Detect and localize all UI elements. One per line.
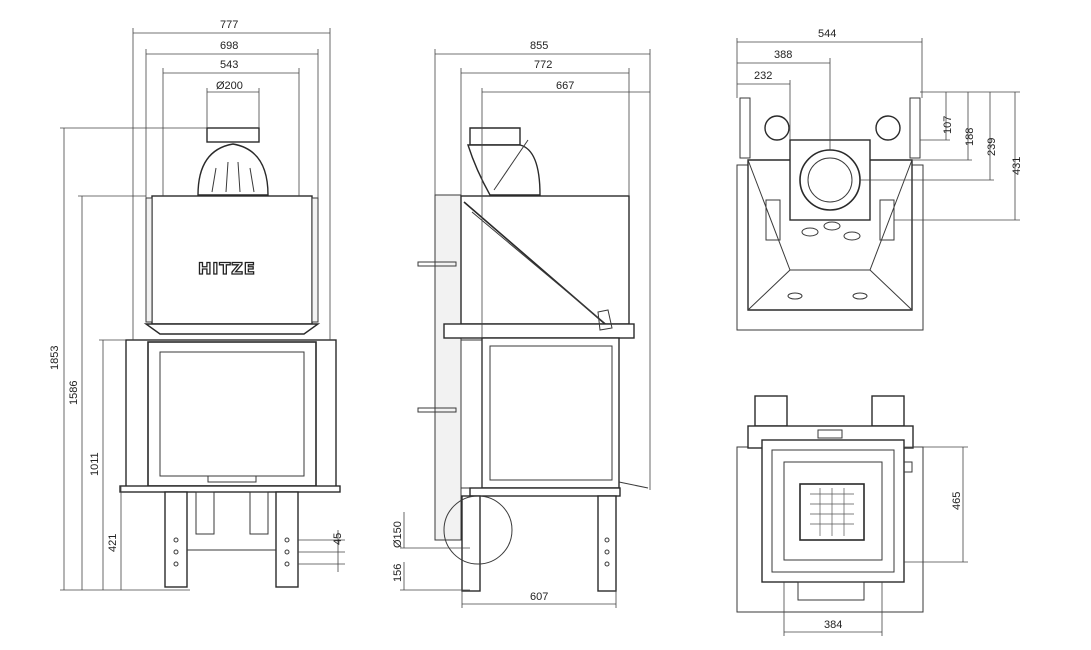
top-hole: [823, 221, 841, 231]
upper-body: [151, 195, 313, 325]
bottom-tab: [817, 429, 843, 439]
leg-hole: [284, 549, 290, 555]
dim-544: 544: [818, 28, 836, 40]
top-hinge-right: [875, 115, 901, 141]
bracket-left: [195, 491, 215, 535]
poker-handle: [618, 481, 649, 489]
bottom-hinge-left: [754, 395, 788, 427]
air-inlet-detail: [443, 495, 513, 565]
side-column: [460, 339, 483, 489]
dim-607: 607: [530, 591, 548, 603]
ash-slot: [207, 475, 257, 483]
dim-777: 777: [220, 19, 238, 31]
leg-left: [164, 491, 188, 588]
top-hole: [852, 292, 868, 300]
leg-right: [275, 491, 299, 588]
dim-465: 465: [951, 492, 963, 510]
dim-1586: 1586: [68, 381, 80, 405]
side-band: [443, 323, 635, 339]
bottom-ash-drawer: [797, 581, 865, 601]
front-view: HITZE 777 698 543 Ø200: [49, 19, 345, 591]
firebox-frame: [125, 339, 337, 489]
top-hole: [787, 292, 803, 300]
dim-384: 384: [824, 619, 842, 631]
top-slot-left: [765, 199, 781, 241]
leg-hole: [284, 561, 290, 567]
side-base: [469, 487, 621, 497]
side-leg-hole: [604, 537, 610, 543]
dim-431: 431: [1011, 157, 1023, 175]
top-hole: [801, 227, 819, 237]
side-firebox: [481, 337, 620, 489]
dim-flue-diameter: Ø200: [216, 80, 243, 92]
bottom-frame-mid: [771, 449, 895, 573]
dim-239: 239: [986, 138, 998, 156]
flue-rod: [493, 139, 529, 191]
flue-collar: [206, 127, 260, 143]
handle-top: [417, 261, 457, 267]
bottom-frame-inner: [783, 461, 883, 561]
leg-hole: [173, 549, 179, 555]
top-perspective-lines-lower: [747, 269, 913, 311]
dim-45: 45: [332, 533, 344, 545]
bottom-hinge-right: [871, 395, 905, 427]
top-perspective-lines: [747, 159, 913, 271]
side-glass: [489, 345, 613, 481]
side-flue-collar: [469, 127, 521, 146]
dim-855: 855: [530, 40, 548, 52]
top-side-bar-right: [909, 97, 921, 159]
bottom-view: 465 384: [736, 395, 968, 636]
bottom-latch: [904, 461, 913, 473]
dome-ribs: [211, 161, 255, 193]
side-upper-body: [460, 195, 630, 325]
side-leg-left: [461, 495, 481, 592]
dim-188: 188: [964, 128, 976, 146]
dim-1011: 1011: [89, 452, 101, 476]
left-side-panel: [145, 197, 153, 323]
flue-dome: [197, 143, 269, 196]
leg-hole: [284, 537, 290, 543]
side-flue-dome: [467, 144, 541, 196]
top-view: 544 388 232 107 188 239 431: [736, 28, 1023, 331]
right-side-panel: [311, 197, 319, 323]
strut-bracket: [597, 309, 613, 331]
dim-156: 156: [392, 564, 404, 582]
top-hinge-left: [764, 115, 790, 141]
side-leg-hole: [604, 561, 610, 567]
grate-bars: [810, 488, 854, 536]
dim-232: 232: [754, 70, 772, 82]
top-flue-plate: [789, 139, 871, 221]
top-side-bar-left: [739, 97, 751, 159]
back-panel: [434, 194, 462, 541]
side-view: 855 772 667 Ø150 156 607: [392, 40, 651, 608]
dim-543: 543: [220, 59, 238, 71]
dim-667: 667: [556, 80, 574, 92]
dim-421: 421: [107, 534, 119, 552]
bracket-right: [249, 491, 269, 535]
dim-698: 698: [220, 40, 238, 52]
leg-hole: [173, 537, 179, 543]
diagonal-strut-2: [471, 211, 621, 337]
top-hole: [843, 231, 861, 241]
hood-band: [143, 323, 321, 335]
side-leg-right: [597, 495, 617, 592]
leg-hole: [173, 561, 179, 567]
bottom-grate: [799, 483, 865, 541]
dim-107: 107: [942, 116, 954, 134]
handle-bottom: [417, 407, 457, 413]
dim-388: 388: [774, 49, 792, 61]
bottom-frame-outer: [761, 439, 905, 583]
dim-772: 772: [534, 59, 552, 71]
base-plate: [119, 485, 341, 493]
dim-1853: 1853: [49, 346, 61, 370]
top-flue-inner: [807, 157, 853, 203]
brand-logo: HITZE: [198, 259, 256, 278]
side-leg-hole: [604, 549, 610, 555]
dim-air-inlet-diameter: Ø150: [392, 521, 404, 548]
